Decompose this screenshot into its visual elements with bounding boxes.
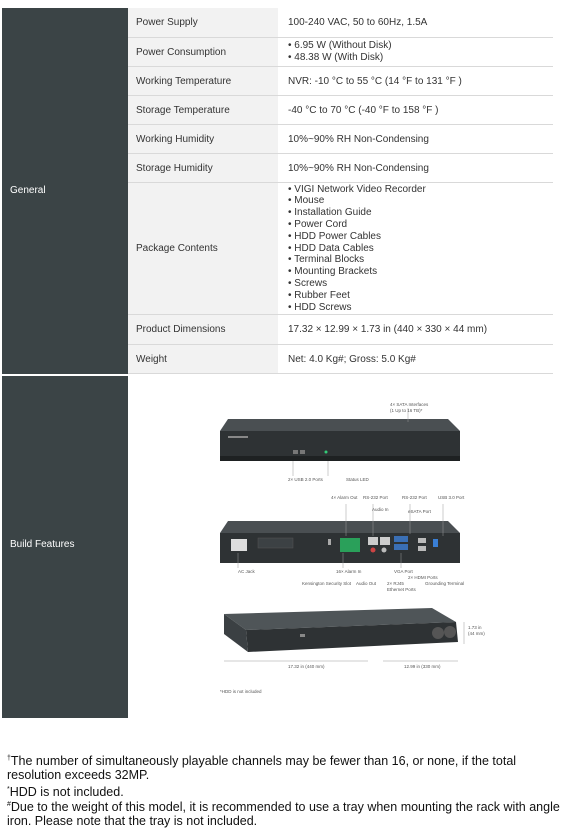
- label-sata-sub: (1 Up to 16 TB)*: [390, 408, 423, 413]
- spec-value-item: Screws: [288, 278, 426, 290]
- spec-value-item: Mounting Brackets: [288, 266, 426, 278]
- label-ethernet: Ethernet Ports: [387, 587, 416, 592]
- spec-value-list: 6.95 W (Without Disk)48.38 W (With Disk): [288, 40, 392, 64]
- footnote-mark: †: [7, 755, 11, 762]
- spec-label: Product Dimensions: [128, 315, 278, 344]
- label-alarm-in: 16× Alarm In: [336, 569, 362, 574]
- label-kensington: Kensington Security Slot: [302, 581, 352, 586]
- section-build-label: Build Features: [10, 539, 75, 550]
- footnote-mark: *: [7, 786, 10, 793]
- spec-label: Working Humidity: [128, 125, 278, 153]
- spec-row: Product Dimensions 17.32 × 12.99 × 1.73 i…: [128, 315, 553, 345]
- label-dim-height-mm: (44 mm): [468, 631, 485, 636]
- footnote-text: Due to the weight of this model, it is r…: [7, 800, 560, 829]
- nvr-front-view: [220, 419, 460, 461]
- spec-label: Weight: [128, 345, 278, 373]
- nvr-rear-view: [220, 521, 460, 563]
- spec-value-item: Terminal Blocks: [288, 254, 426, 266]
- label-status-led: Status LED: [346, 477, 369, 482]
- label-vga: VGA Port: [394, 569, 413, 574]
- spec-label: Power Consumption: [128, 38, 278, 66]
- footnote-text: HDD is not included.: [9, 785, 124, 800]
- label-rj45: 2× RJ45: [387, 581, 404, 586]
- footnote-mark: #: [7, 801, 11, 808]
- spec-row: Power Supply 100-240 VAC, 50 to 60Hz, 1.5…: [128, 8, 553, 38]
- label-hdmi: 2× HDMI Ports: [408, 575, 438, 580]
- spec-value-item: 6.95 W (Without Disk): [288, 40, 391, 52]
- spec-value: -40 °C to 70 °C (-40 °F to 158 °F ): [288, 104, 439, 116]
- spec-label: Package Contents: [128, 183, 278, 314]
- spec-value-item: Rubber Feet: [288, 290, 426, 302]
- section-general-label: General: [10, 185, 46, 196]
- label-ac-jack: AC Jack: [238, 569, 255, 574]
- label-usb3: USB 3.0 Port: [438, 495, 465, 500]
- spec-label: Working Temperature: [128, 67, 278, 95]
- spec-label: Storage Temperature: [128, 96, 278, 124]
- build-features-diagram: 4× SATA Interfaces (1 Up to 16 TB)* 2× U…: [128, 376, 553, 718]
- label-rs232-b: RS-232 Port: [402, 495, 427, 500]
- label-dim-width: 17.32 in (440 mm): [288, 664, 325, 669]
- label-grounding: Grounding Terminal: [425, 581, 465, 586]
- label-dim-height: 1.73 in: [468, 625, 482, 630]
- spec-label: Power Supply: [128, 8, 278, 37]
- section-general: General: [2, 8, 128, 374]
- label-alarm-out: 4× Alarm Out: [331, 495, 358, 500]
- spec-value-item: HDD Screws: [288, 302, 426, 314]
- label-dim-depth: 12.99 in (330 mm): [404, 664, 441, 669]
- spec-value: Net: 4.0 Kg#; Gross: 5.0 Kg#: [288, 353, 416, 365]
- spec-label: Storage Humidity: [128, 154, 278, 182]
- label-esata: eSATA Port: [408, 509, 431, 514]
- spec-row: Power Consumption 6.95 W (Without Disk)48…: [128, 38, 553, 67]
- spec-value: 100-240 VAC, 50 to 60Hz, 1.5A: [288, 17, 428, 28]
- spec-value: NVR: -10 °C to 55 °C (14 °F to 131 °F ): [288, 75, 462, 87]
- spec-value-item: Installation Guide: [288, 207, 426, 219]
- spec-row: Package ContentsVIGI Network Video Recor…: [128, 183, 553, 315]
- footnote-text: The number of simultaneously playable ch…: [7, 754, 517, 783]
- spec-value: 10%~90% RH Non-Condensing: [288, 133, 429, 145]
- spec-row: Working Temperature NVR: -10 °C to 55 °C …: [128, 67, 553, 96]
- spec-row: Working Humidity 10%~90% RH Non-Condensin…: [128, 125, 553, 154]
- nvr-illustration: [220, 408, 465, 662]
- spec-value: 17.32 × 12.99 × 1.73 in (440 × 330 × 44 …: [288, 324, 488, 335]
- section-build-features: Build Features: [2, 376, 128, 718]
- spec-value: 6.95 W (Without Disk)48.38 W (With Disk): [278, 38, 553, 66]
- footnote-3: #Due to the weight of this model, it is …: [7, 798, 567, 828]
- footnote-1: †The number of simultaneously playable c…: [7, 752, 567, 782]
- spec-value-list: VIGI Network Video RecorderMouseInstalla…: [288, 184, 426, 314]
- spec-value-item: VIGI Network Video Recorder: [288, 184, 426, 196]
- nvr-perspective-view: [224, 608, 458, 652]
- spec-row: Weight Net: 4.0 Kg#; Gross: 5.0 Kg#: [128, 345, 553, 374]
- spec-value: 10%~90% RH Non-Condensing: [288, 162, 429, 174]
- spec-value-item: 48.38 W (With Disk): [288, 52, 392, 64]
- spec-value: VIGI Network Video RecorderMouseInstalla…: [278, 183, 553, 314]
- spec-value-item: Power Cord: [288, 219, 426, 231]
- label-rs232-a: RS-232 Port: [363, 495, 388, 500]
- label-audio-out: Audio Out: [356, 581, 377, 586]
- spec-value-item: Mouse: [288, 195, 426, 207]
- spec-row: Storage Humidity 10%~90% RH Non-Condensin…: [128, 154, 553, 183]
- spec-value-item: HDD Power Cables: [288, 231, 426, 243]
- label-hdd-note: *HDD is not included: [220, 689, 262, 694]
- label-audio-in: Audio In: [372, 507, 389, 512]
- label-usb2: 2× USB 2.0 Ports: [288, 477, 323, 482]
- spec-value-item: HDD Data Cables: [288, 243, 426, 255]
- spec-row: Storage Temperature -40 °C to 70 °C (-40 …: [128, 96, 553, 125]
- footnote-2: *HDD is not included.: [7, 783, 567, 799]
- label-sata: 4× SATA Interfaces: [390, 402, 429, 407]
